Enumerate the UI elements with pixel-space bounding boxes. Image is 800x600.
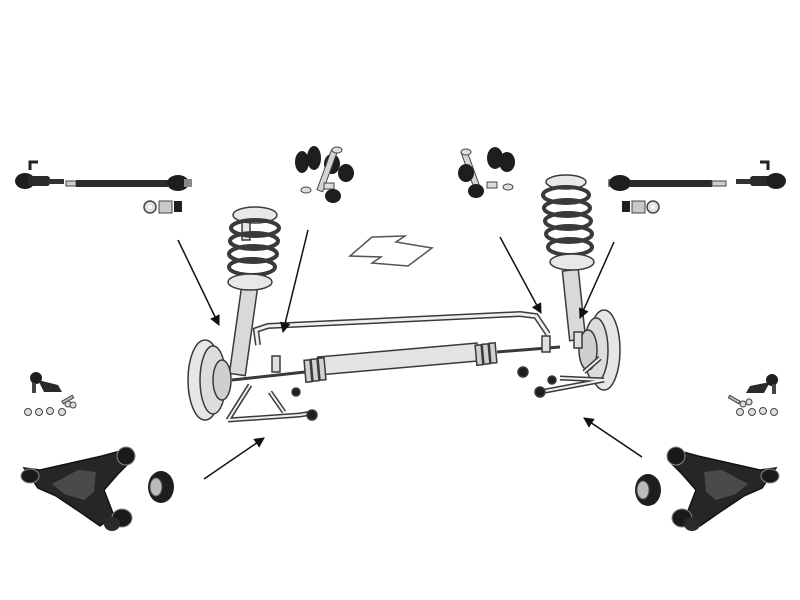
front-axle-assembly-icon (187, 174, 621, 423)
ball-joint-hardware-left-icon (24, 394, 77, 416)
control-arm-bushing-right-icon (635, 474, 661, 506)
inner-tie-rod-left-icon (65, 175, 192, 191)
pointer-arrows (177, 229, 643, 480)
arrow-stabilizer-link-right (499, 236, 542, 314)
arrow-control-arm-right (583, 417, 643, 458)
arrow-stabilizer-link-left (280, 229, 309, 334)
control-arm-right-icon (666, 446, 780, 531)
control-arm-bushing-left-icon (148, 471, 174, 503)
tie-rod-washers-left-icon (143, 200, 182, 214)
arrow-control-arm-left (203, 437, 265, 480)
tie-rod-washers-right-icon (622, 200, 660, 214)
ball-joint-left-icon (30, 372, 62, 393)
strut-right-icon (541, 174, 595, 342)
inner-tie-rod-right-icon (608, 175, 727, 191)
ball-joint-hardware-right-icon (727, 394, 778, 416)
arrow-tie-rod-right (579, 241, 615, 319)
stabilizer-link-kit-left-icon (295, 146, 354, 203)
direction-of-travel-arrow-icon (348, 235, 434, 267)
control-arm-left-icon (20, 446, 136, 531)
strut-left-icon (227, 206, 281, 377)
stabilizer-link-kit-right-icon (458, 147, 515, 198)
tie-rod-end-left-icon (15, 160, 64, 189)
tie-rod-end-right-icon (736, 160, 786, 189)
ball-joint-right-icon (746, 374, 778, 394)
arrow-tie-rod-left (177, 239, 220, 326)
